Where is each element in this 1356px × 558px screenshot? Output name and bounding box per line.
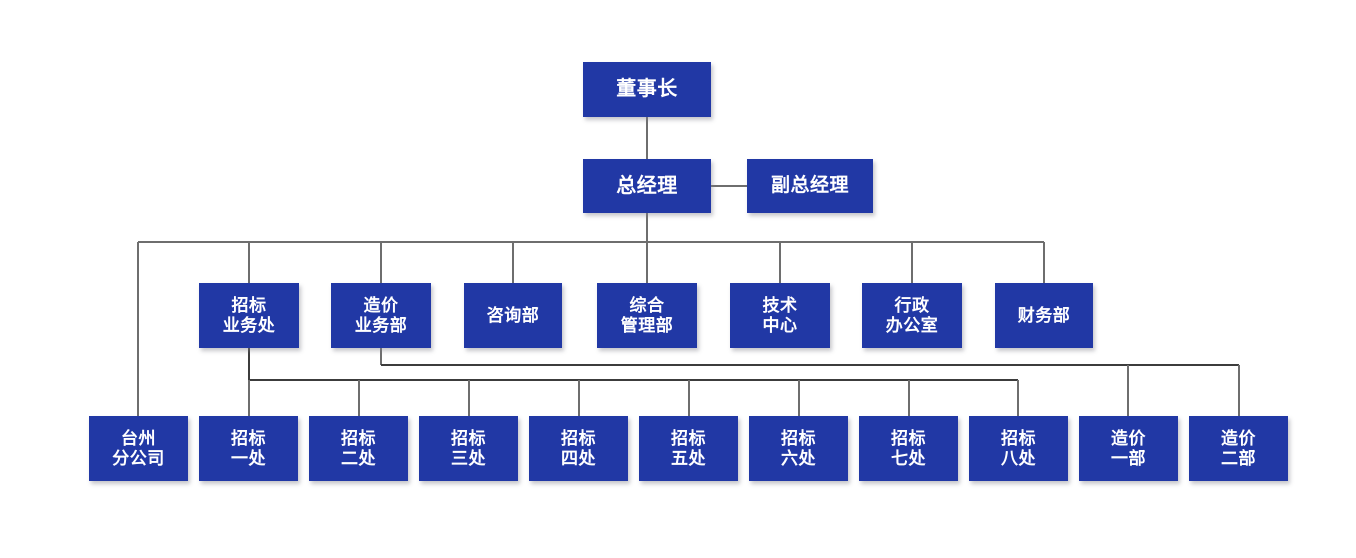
org-node-bidding-office-6[interactable]: 招标 六处	[749, 416, 848, 481]
org-node-taizhou-branch[interactable]: 台州 分公司	[89, 416, 188, 481]
org-node-bidding-office-7[interactable]: 招标 七处	[859, 416, 958, 481]
org-node-bidding-office-3[interactable]: 招标 三处	[419, 416, 518, 481]
org-node-deputy-general-manager[interactable]: 副总经理	[747, 159, 873, 213]
org-node-bidding-office-8[interactable]: 招标 八处	[969, 416, 1068, 481]
org-node-administrative-office[interactable]: 行政 办公室	[862, 283, 962, 348]
org-node-cost-business-department[interactable]: 造价 业务部	[331, 283, 431, 348]
org-node-cost-department-1[interactable]: 造价 一部	[1079, 416, 1178, 481]
org-node-technology-center[interactable]: 技术 中心	[730, 283, 830, 348]
org-node-cost-department-2[interactable]: 造价 二部	[1189, 416, 1288, 481]
org-node-comprehensive-management-department[interactable]: 综合 管理部	[597, 283, 697, 348]
org-node-finance-department[interactable]: 财务部	[995, 283, 1093, 348]
org-node-bidding-office-1[interactable]: 招标 一处	[199, 416, 298, 481]
org-node-bidding-business-division[interactable]: 招标 业务处	[199, 283, 299, 348]
org-node-general-manager[interactable]: 总经理	[583, 159, 711, 213]
org-node-consulting-department[interactable]: 咨询部	[464, 283, 562, 348]
org-node-chairman[interactable]: 董事长	[583, 62, 711, 117]
org-node-bidding-office-2[interactable]: 招标 二处	[309, 416, 408, 481]
org-node-bidding-office-4[interactable]: 招标 四处	[529, 416, 628, 481]
org-node-bidding-office-5[interactable]: 招标 五处	[639, 416, 738, 481]
